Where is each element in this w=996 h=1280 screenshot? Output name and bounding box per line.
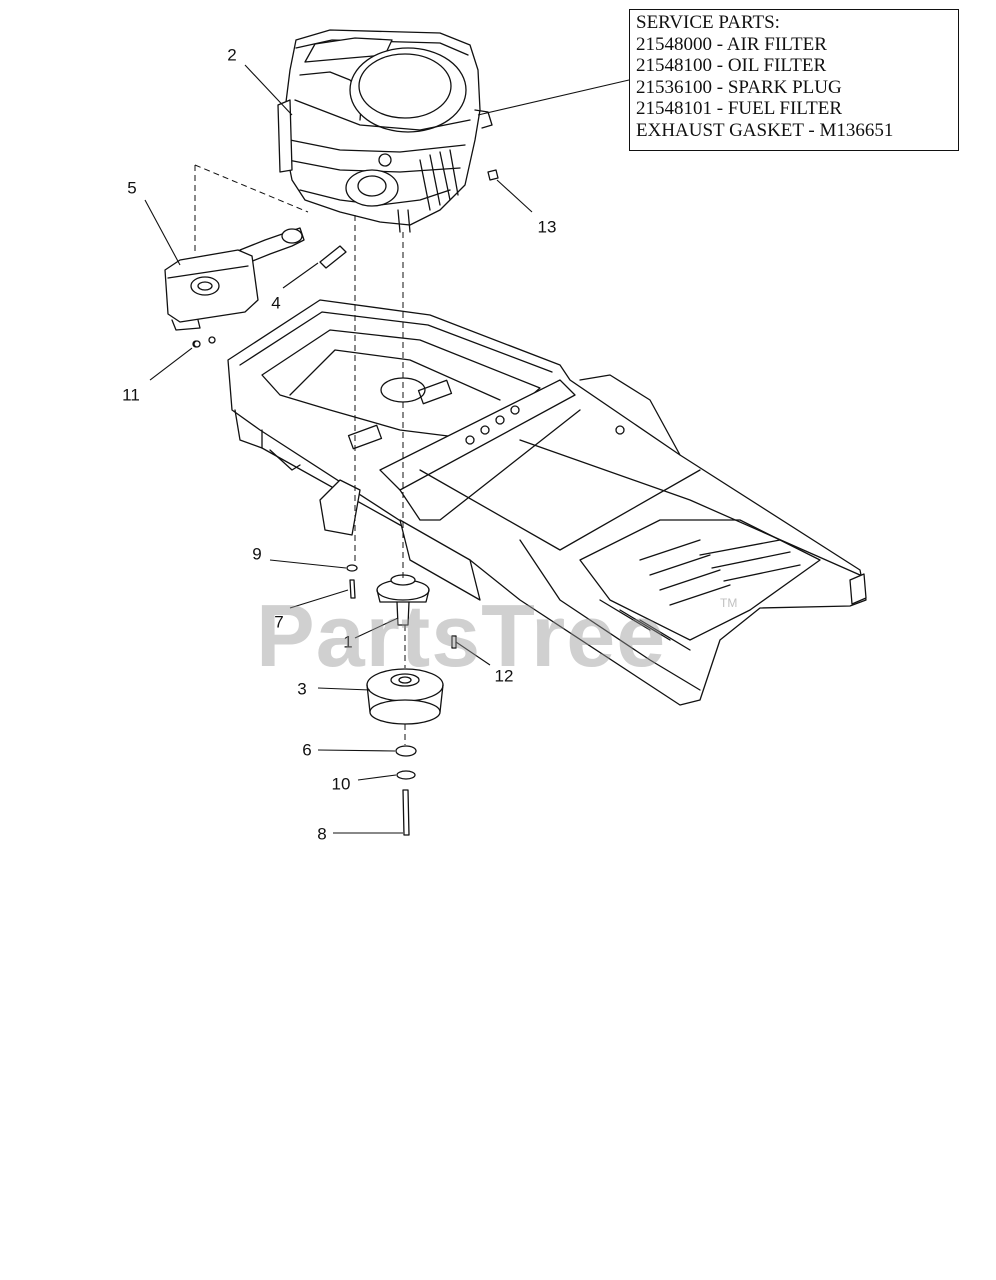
mower-frame [227,299,867,706]
service-part-oil-filter: 21548100 - OIL FILTER [636,55,827,77]
service-parts-title: SERVICE PARTS: [636,12,780,33]
watermark-trademark: TM [720,596,738,610]
service-part-exhaust-gasket: EXHAUST GASKET - M136651 [636,119,894,141]
service-part-air-filter: 21548000 - AIR FILTER [636,33,827,55]
watermark-logo: PartsTree [256,586,667,685]
part-10-washer [396,770,416,780]
part-12-key [451,635,457,649]
callout-12[interactable]: 12 [494,666,514,686]
service-part-spark-plug: 21536100 - SPARK PLUG [636,76,842,98]
callout-11[interactable]: 11 [122,385,140,405]
callout-6[interactable]: 6 [302,740,312,760]
part-4-fitting [319,245,347,269]
part-3-clutch [366,668,444,725]
callout-13[interactable]: 13 [537,217,557,237]
callout-9[interactable]: 9 [252,544,262,564]
part-1-pulley [376,574,430,626]
part-13-fastener [487,169,499,181]
service-part-fuel-filter: 21548101 - FUEL FILTER [636,98,843,120]
callout-1[interactable]: 1 [343,632,353,652]
muffler [164,227,305,348]
callout-4[interactable]: 4 [271,293,281,313]
callout-5[interactable]: 5 [127,178,137,198]
part-9-washer [346,564,358,572]
part-8-bolt [402,789,410,836]
part-11-nut [193,340,201,348]
callout-7[interactable]: 7 [274,612,284,632]
alignment-lines [194,164,406,745]
part-7-bolt [349,579,356,599]
service-parts-box: SERVICE PARTS: 21548000 - AIR FILTER 215… [629,9,959,151]
callout-8[interactable]: 8 [317,824,327,844]
callout-2[interactable]: 2 [227,45,237,65]
callout-10[interactable]: 10 [331,774,351,794]
engine [277,29,493,233]
callout-3[interactable]: 3 [297,679,307,699]
leader-lines [144,64,630,834]
part-6-spacer [395,745,417,757]
